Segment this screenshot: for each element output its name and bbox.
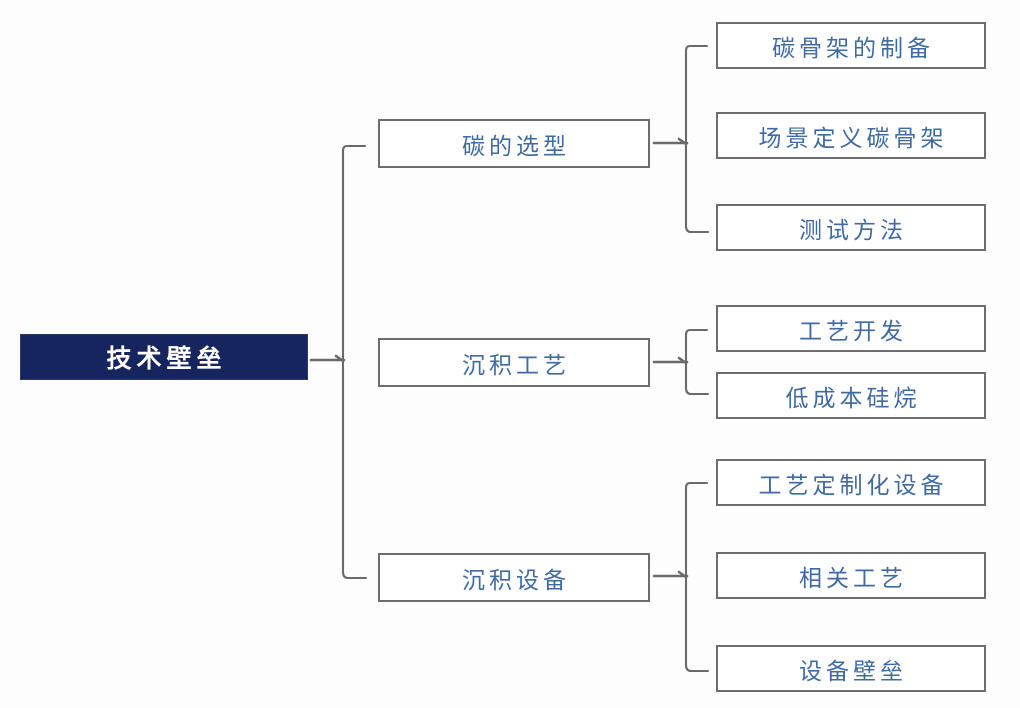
leaf-node-label: 低成本硅烷 (785, 385, 921, 411)
bracket-root (341, 144, 368, 580)
leaf-node-test-method[interactable]: 测试方法 (716, 204, 986, 251)
leaf-node-label: 相关工艺 (799, 565, 907, 591)
leaf-node-process-customized-equipment[interactable]: 工艺定制化设备 (716, 459, 986, 506)
branch-node-label: 碳的选型 (462, 133, 570, 159)
bracket-branch-2 (684, 328, 710, 396)
leaf-node-label: 场景定义碳骨架 (758, 125, 948, 151)
bracket-branch-3 (684, 481, 710, 673)
branch-node-deposition-equipment[interactable]: 沉积设备 (378, 553, 650, 602)
branch-node-deposition-process[interactable]: 沉积工艺 (378, 338, 650, 387)
branch-node-carbon-selection[interactable]: 碳的选型 (378, 119, 650, 168)
branch-node-label: 沉积设备 (462, 567, 570, 593)
leaf-node-carbon-skeleton-preparation[interactable]: 碳骨架的制备 (716, 22, 986, 69)
leaf-node-label: 工艺开发 (799, 318, 907, 344)
stem-branch-2-tip (677, 356, 688, 365)
branch-node-label: 沉积工艺 (462, 352, 570, 378)
stem-root-tip (334, 354, 345, 363)
leaf-node-label: 设备壁垒 (799, 658, 907, 684)
root-node-label: 技术壁垒 (106, 346, 227, 373)
leaf-node-label: 测试方法 (799, 217, 907, 243)
stem-branch-1-tip (677, 137, 688, 146)
leaf-node-label: 碳骨架的制备 (772, 35, 934, 61)
leaf-node-equipment-barrier[interactable]: 设备壁垒 (716, 645, 986, 692)
leaf-node-label: 工艺定制化设备 (758, 472, 948, 498)
stem-branch-3-tip (677, 570, 688, 579)
leaf-node-process-development[interactable]: 工艺开发 (716, 305, 986, 352)
leaf-node-related-process[interactable]: 相关工艺 (716, 552, 986, 599)
leaf-node-scenario-defined-carbon-skeleton[interactable]: 场景定义碳骨架 (716, 112, 986, 159)
bracket-branch-1 (684, 44, 710, 234)
root-node-technology-barrier[interactable]: 技术壁垒 (20, 334, 308, 380)
leaf-node-low-cost-silane[interactable]: 低成本硅烷 (716, 372, 986, 419)
